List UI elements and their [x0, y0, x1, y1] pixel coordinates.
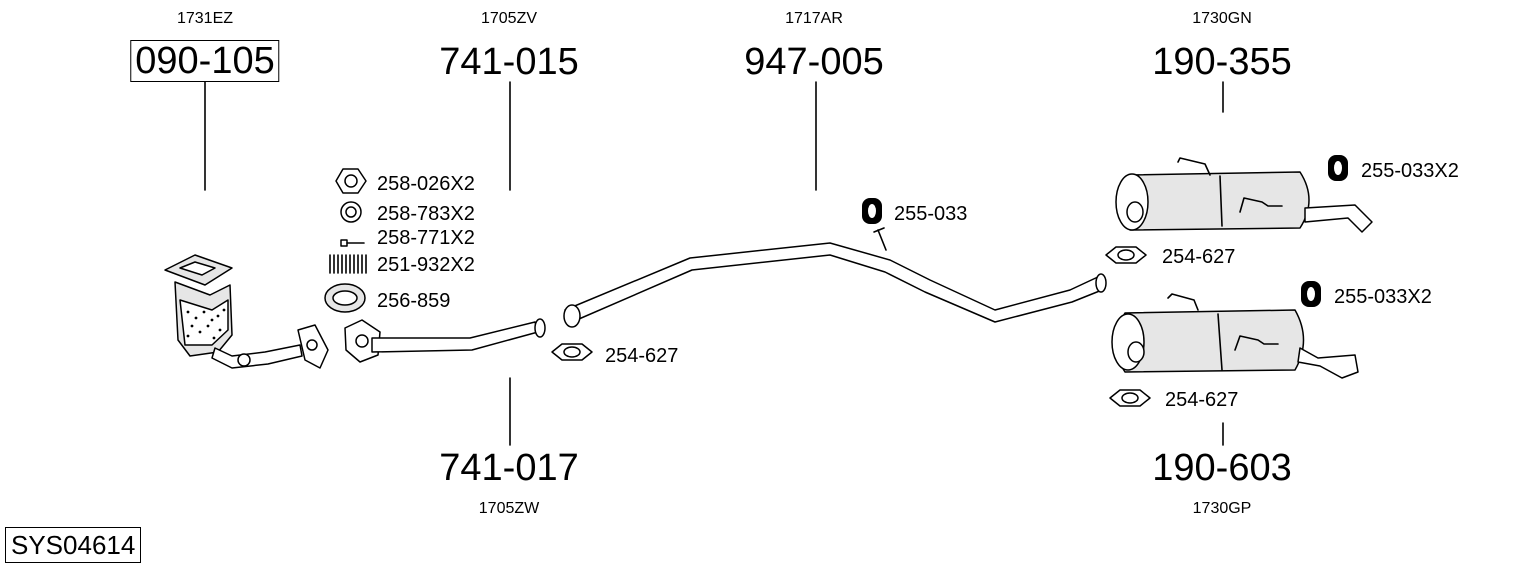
- rear-silencer-190-355-drawing: [1115, 157, 1373, 233]
- oem-number-190-355: 1730GN: [1192, 10, 1252, 27]
- spring-icon: [329, 254, 367, 274]
- accessory-label-clamp-front[interactable]: 254-627: [605, 345, 679, 367]
- part-number-741-017[interactable]: 741-017: [439, 447, 579, 489]
- accessory-label-hanger-190-355[interactable]: 255-033X2: [1361, 160, 1459, 182]
- part-number-090-105[interactable]: 090-105: [130, 40, 280, 82]
- part-number-741-015[interactable]: 741-015: [439, 41, 579, 83]
- accessory-label-hanger-190-603[interactable]: 255-033X2: [1334, 286, 1432, 308]
- accessory-label-bolt[interactable]: 258-771X2: [377, 227, 475, 249]
- accessory-label-clamp-190-355[interactable]: 254-627: [1162, 246, 1236, 268]
- oem-number-190-603: 1730GP: [1192, 500, 1252, 517]
- part-number-190-603[interactable]: 190-603: [1152, 447, 1292, 489]
- accessory-label-clamp-190-603[interactable]: 254-627: [1165, 389, 1239, 411]
- middle-pipe-drawing: [563, 227, 1107, 328]
- accessory-label-spring[interactable]: 251-932X2: [377, 254, 475, 276]
- clamp-icon: [551, 343, 593, 361]
- washer-icon: [340, 201, 362, 223]
- catalytic-converter-drawing: [164, 254, 329, 369]
- rubber-hanger-icon: [862, 198, 882, 224]
- oem-number-741-017: 1705ZW: [478, 500, 540, 517]
- oem-number-947-005: 1717AR: [785, 10, 843, 27]
- oem-number-090-105: 1731EZ: [176, 10, 234, 27]
- part-number-947-005[interactable]: 947-005: [744, 41, 884, 83]
- rubber-hanger-icon: [1328, 155, 1348, 181]
- accessory-label-hanger-middle[interactable]: 255-033: [894, 203, 968, 225]
- accessory-label-nut[interactable]: 258-026X2: [377, 173, 475, 195]
- bolt-icon: [340, 239, 365, 247]
- gasket-ring-icon: [324, 283, 366, 313]
- system-id: SYS04614: [5, 527, 142, 563]
- front-pipe-drawing: [344, 318, 546, 363]
- rubber-hanger-icon: [1301, 281, 1321, 307]
- clamp-icon: [1105, 246, 1147, 264]
- clamp-icon: [1109, 389, 1151, 407]
- hex-nut-icon: [335, 168, 367, 194]
- rear-silencer-190-603-drawing: [1111, 293, 1359, 379]
- oem-number-741-015: 1705ZV: [480, 10, 538, 27]
- accessory-label-washer[interactable]: 258-783X2: [377, 203, 475, 225]
- accessory-label-gasket[interactable]: 256-859: [377, 290, 451, 312]
- part-number-190-355[interactable]: 190-355: [1152, 41, 1292, 83]
- leader-lines: [204, 81, 1224, 446]
